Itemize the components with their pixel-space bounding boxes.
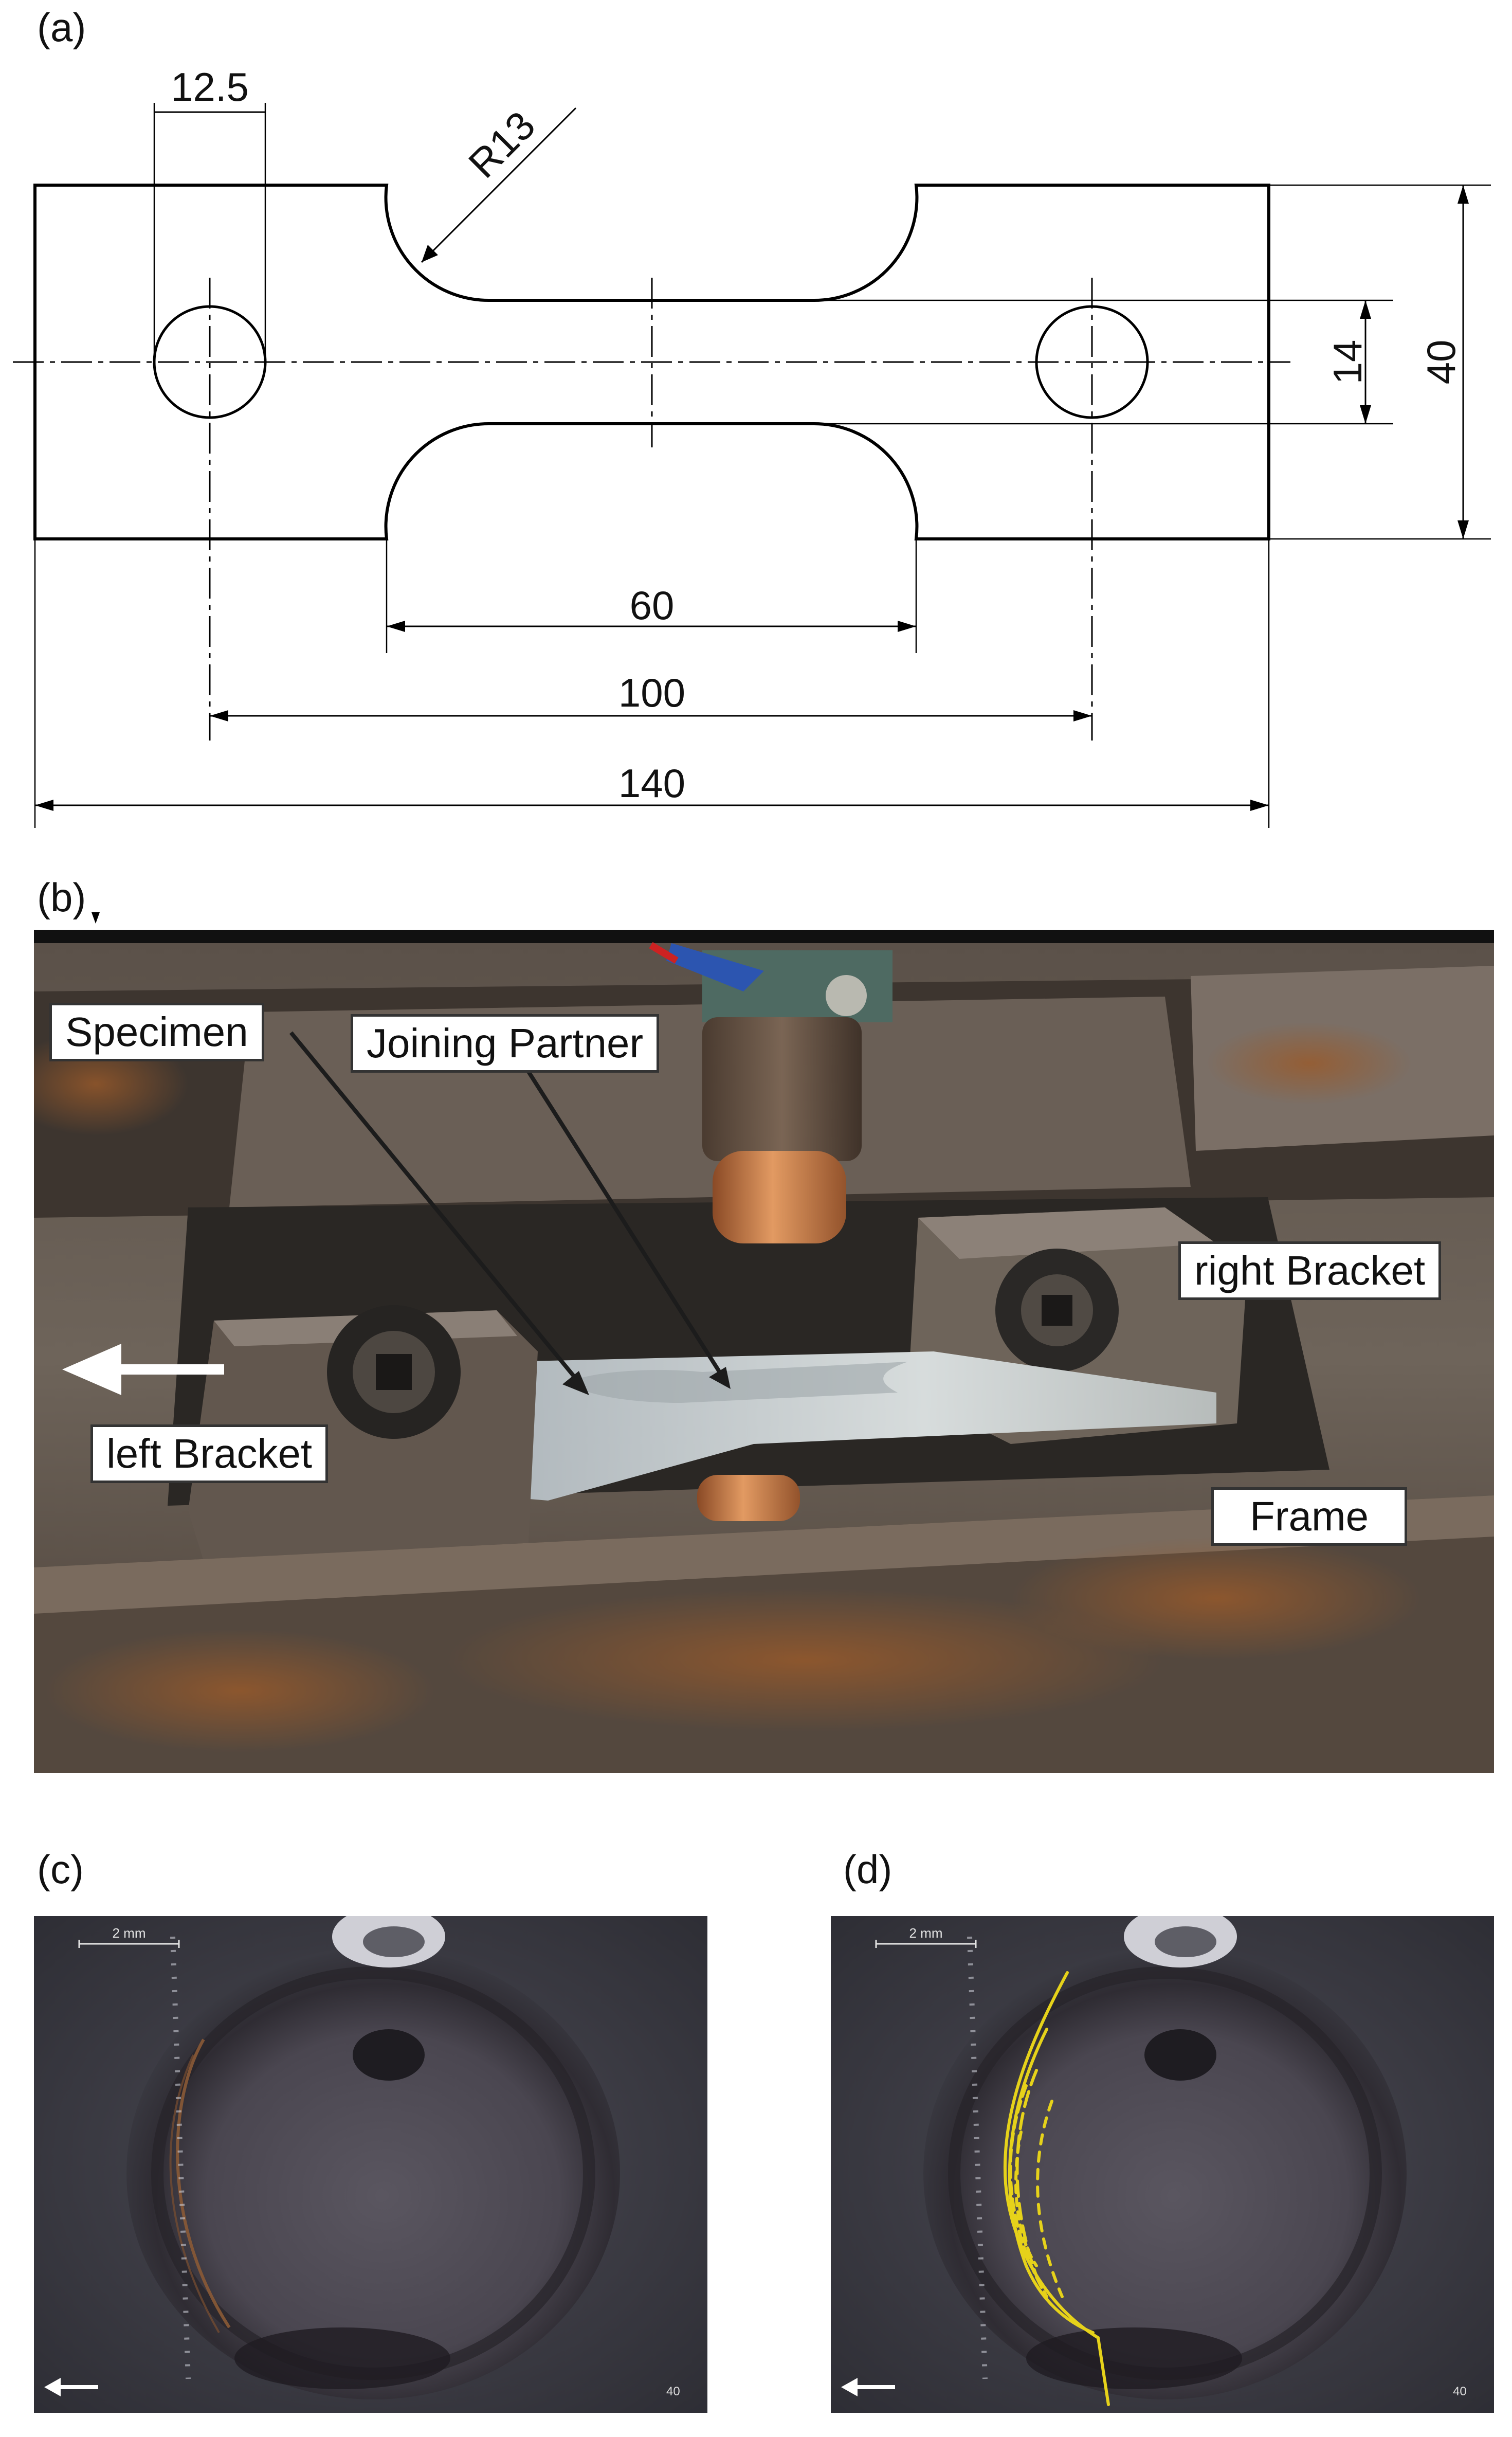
dim-text-r13: R13	[460, 102, 543, 186]
dim-text-12-5: 12.5	[171, 64, 249, 110]
joining-partner-leader	[505, 1036, 725, 1379]
micrograph-d: 2 mm 40	[831, 1916, 1494, 2413]
panel-label-d: (d)	[843, 1847, 892, 1892]
index-label-d: 40	[1453, 2385, 1467, 2398]
dim-text-140: 140	[618, 761, 685, 806]
micrograph-c: 2 mm 40	[34, 1916, 707, 2413]
specimen-leader	[289, 1031, 581, 1384]
fixture-photo-art	[34, 930, 1494, 1773]
specimen-drawing: 12.5 R13 60 100 140 14 40	[13, 64, 1491, 828]
fixture-photo: Specimen Joining Partner right Bracket l…	[34, 930, 1494, 1773]
panel-label-b: (b)	[37, 875, 86, 920]
direction-arrow-c	[44, 2378, 98, 2396]
dim-text-60: 60	[630, 583, 675, 628]
index-label-c: 40	[666, 2385, 680, 2398]
label-right-bracket: right Bracket	[1178, 1241, 1442, 1300]
panel-b-marker	[92, 912, 100, 924]
dim-leader-r13	[421, 107, 577, 263]
scale-bar-label-c: 2 mm	[113, 1925, 146, 1941]
scale-bar-label-d: 2 mm	[909, 1925, 943, 1941]
label-specimen: Specimen	[49, 1003, 264, 1061]
pull-direction-arrow	[62, 1344, 224, 1395]
dim-text-100: 100	[618, 670, 685, 715]
micrograph-d-art: 2 mm 40	[831, 1916, 1494, 2413]
label-joining-partner: Joining Partner	[351, 1014, 660, 1073]
direction-arrow-d	[841, 2378, 895, 2396]
micrograph-c-art: 2 mm 40	[34, 1916, 707, 2413]
crack-highlights	[1003, 1971, 1110, 2406]
panel-label-a: (a)	[37, 5, 86, 50]
dim-text-40: 40	[1418, 340, 1464, 385]
label-left-bracket: left Bracket	[90, 1424, 329, 1483]
panel-label-c: (c)	[37, 1847, 84, 1892]
dim-text-14: 14	[1325, 340, 1370, 385]
label-frame: Frame	[1211, 1487, 1408, 1546]
